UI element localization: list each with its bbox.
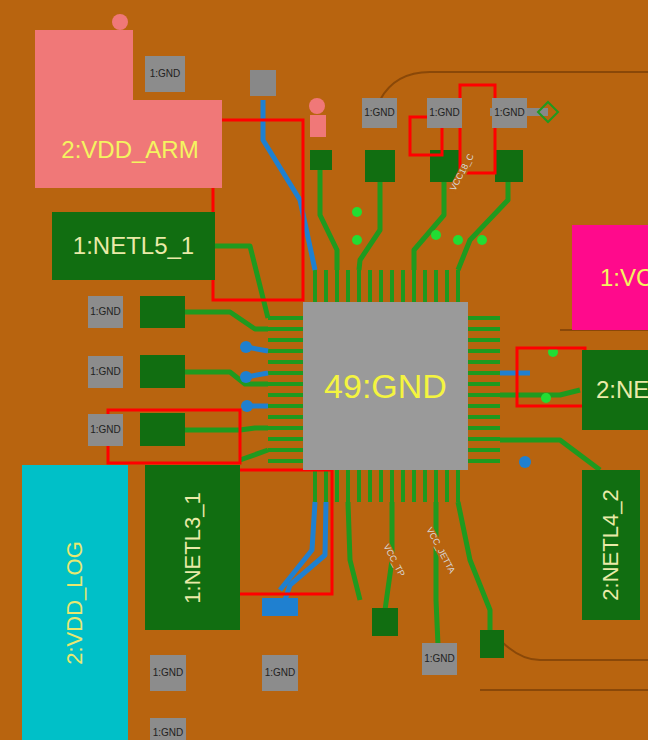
- net-name: 2:NETL4_2: [600, 489, 622, 600]
- net-pad: 1:NETL3_1: [145, 465, 240, 630]
- pad-name: 1:GND: [153, 668, 184, 678]
- power-pad: 2:VDD_ARM: [35, 30, 222, 188]
- pink-via: [309, 98, 325, 114]
- net-name: 1:NETL5_1: [73, 234, 194, 258]
- grey-pad: [250, 70, 276, 96]
- trace-name: VCC_TP: [381, 541, 407, 578]
- net-name: 2:VDD_LOG: [64, 541, 86, 665]
- net-pad: 1:NETL5_1: [52, 212, 215, 280]
- pad-name: 1:GND: [424, 654, 455, 664]
- gnd-pad: 1:GND: [150, 655, 186, 691]
- net-name: 49:GND: [324, 369, 447, 403]
- pad-name: 1:GND: [494, 108, 525, 118]
- pad-name: 1:GND: [153, 728, 184, 738]
- net-pad: 2:NET: [582, 350, 648, 430]
- gnd-pad: 1:GND: [150, 718, 186, 740]
- pad-outline: [35, 30, 222, 188]
- inner-traces: [246, 100, 530, 600]
- net-name: 2:NET: [596, 378, 648, 402]
- gnd-pad: 1:GND: [362, 98, 397, 128]
- trace-name: VCC_JETTA: [424, 525, 457, 576]
- signal-traces: [180, 150, 600, 650]
- chip-pins: [268, 270, 500, 502]
- pad-name: 1:GND: [90, 425, 121, 435]
- pad-name: 1:GND: [265, 668, 296, 678]
- pad-name: 1:GND: [150, 69, 181, 79]
- gnd-pad: 1:GND: [88, 414, 123, 446]
- net-pad: 2:NETL4_2: [582, 470, 640, 620]
- gnd-pad: 1:GND: [88, 296, 123, 328]
- gnd-pad: 1:GND: [492, 98, 527, 128]
- blue-pad: [262, 598, 298, 616]
- chip-ground-pad: 49:GND: [303, 302, 468, 470]
- pad-name: 1:GND: [364, 108, 395, 118]
- gnd-pad: 1:GND: [262, 655, 298, 691]
- pink-pad: [310, 115, 326, 137]
- gnd-pad: 1:GND: [422, 643, 457, 675]
- net-name: 1:NETL3_1: [182, 492, 204, 603]
- power-pad: 2:VDD_LOG: [22, 465, 128, 740]
- net-name: 2:VDD_ARM: [61, 138, 198, 162]
- trace-name: VCC18_C: [448, 151, 476, 193]
- power-pad: 1:VCC: [572, 225, 648, 330]
- net-name: 1:VCC: [600, 266, 648, 290]
- gnd-pad: 1:GND: [427, 98, 462, 128]
- gnd-pad: 1:GND: [145, 56, 185, 92]
- pad-name: 1:GND: [429, 108, 460, 118]
- pad-name: 1:GND: [90, 367, 121, 377]
- marker-diamond: [538, 102, 558, 122]
- pad-name: 1:GND: [90, 307, 121, 317]
- gnd-pad: 1:GND: [88, 356, 123, 388]
